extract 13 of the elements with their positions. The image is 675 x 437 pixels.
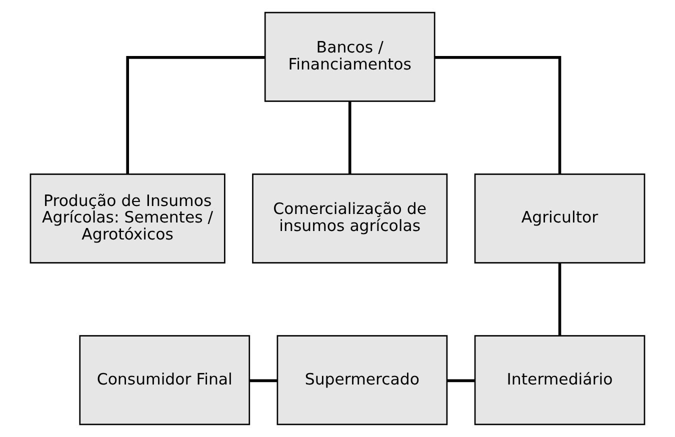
- connector: [447, 379, 475, 382]
- connector: [434, 56, 562, 174]
- connector: [250, 379, 278, 382]
- node-box: Consumidor Final: [79, 335, 250, 426]
- node-box: Comercialização de insumos agrícolas: [252, 173, 448, 264]
- node-box: Supermercado: [276, 335, 448, 426]
- node-box: Produção de Insumos Agrícolas: Sementes / Agrotóxicos: [30, 173, 226, 264]
- node-box: Bancos / Financiamentos: [264, 12, 436, 102]
- node-box: Agricultor: [474, 173, 646, 264]
- connector: [348, 101, 352, 174]
- connector: [558, 263, 562, 336]
- node-box: Intermediário: [474, 335, 646, 426]
- connector: [126, 56, 265, 174]
